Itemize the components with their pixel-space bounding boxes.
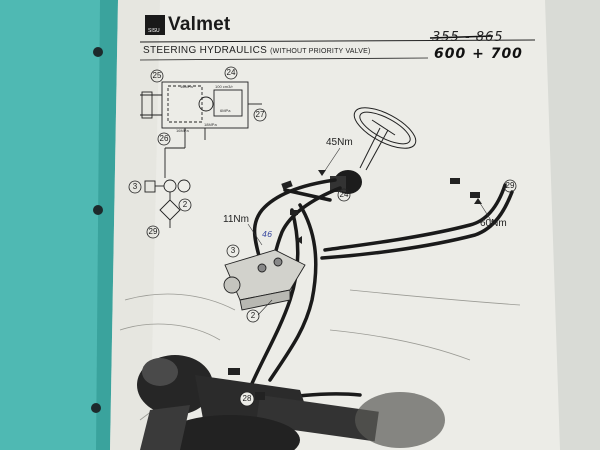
schematic-label: 18MPa [204, 122, 217, 127]
part-number: 25 [152, 71, 162, 80]
schematic-label: 100 cm3/r [215, 84, 233, 89]
title-underline [139, 57, 429, 61]
brand-name: Valmet [168, 14, 231, 35]
torque-label: 45Nm [326, 137, 353, 148]
part-number: 27 [255, 110, 265, 119]
header-rule [139, 39, 536, 43]
schematic-label: 6MPa [220, 108, 231, 113]
model-code-struck: 355 - 865 [432, 30, 504, 45]
part-number: 24 [339, 190, 349, 199]
title-subtitle: (WITHOUT PRIORITY VALVE) [270, 48, 371, 55]
torque-label: 11Nm [223, 214, 249, 225]
part-number: 3 [132, 182, 138, 191]
part-number: 26 [159, 134, 169, 143]
hydraulic-schematic [140, 81, 262, 228]
part-number: 28 [242, 394, 252, 403]
sisu-logo-text: SISU [148, 28, 160, 34]
code-strike [429, 35, 494, 39]
hydraulic-hoses [248, 178, 514, 402]
sisu-logo-icon [145, 15, 165, 35]
part-number: 2 [182, 200, 188, 209]
part-number: 2 [250, 311, 256, 320]
page-shade [110, 0, 160, 450]
schematic-label: 16MPa [180, 84, 193, 89]
part-number: 24 [226, 68, 236, 77]
part-number: 29 [148, 227, 158, 236]
title-main: STEERING HYDRAULICS [143, 45, 268, 56]
handwritten-mark: 46 [262, 230, 273, 239]
page-title: STEERING HYDRAULICS (WITHOUT PRIORITY VA… [143, 45, 371, 56]
model-code-handwritten: 600 + 700 [434, 46, 523, 62]
binder-cover [0, 0, 120, 450]
torque-label: 60Nm [480, 218, 507, 229]
binder-hole [93, 205, 103, 215]
binder-hole [93, 47, 103, 57]
binder-hole [91, 403, 101, 413]
document-page [110, 0, 560, 450]
steering-valve-illustration [223, 249, 306, 311]
part-number: 29 [505, 181, 515, 190]
steering-wheel-illustration [353, 107, 417, 171]
pipe-fittings [228, 178, 480, 400]
part-number: 3 [230, 246, 236, 255]
flow-arrows [296, 170, 482, 244]
part-number-circles [128, 66, 517, 407]
schematic-label: 16MPa [176, 128, 189, 133]
